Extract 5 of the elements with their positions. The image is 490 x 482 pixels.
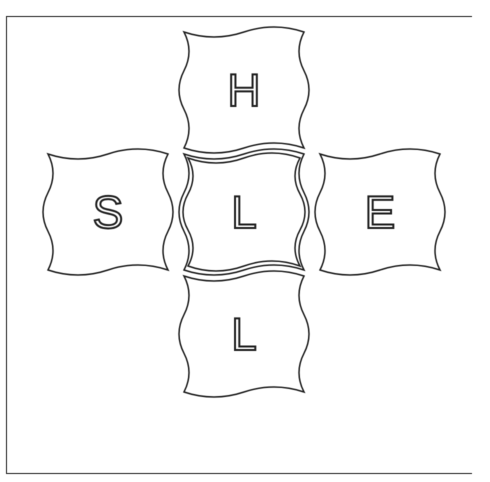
tile-letter: E bbox=[364, 189, 396, 235]
tile-letter: L bbox=[231, 189, 257, 235]
tile-letter: S bbox=[92, 189, 124, 235]
tile-letter: L bbox=[231, 311, 257, 357]
tile-letter: H bbox=[227, 67, 261, 113]
